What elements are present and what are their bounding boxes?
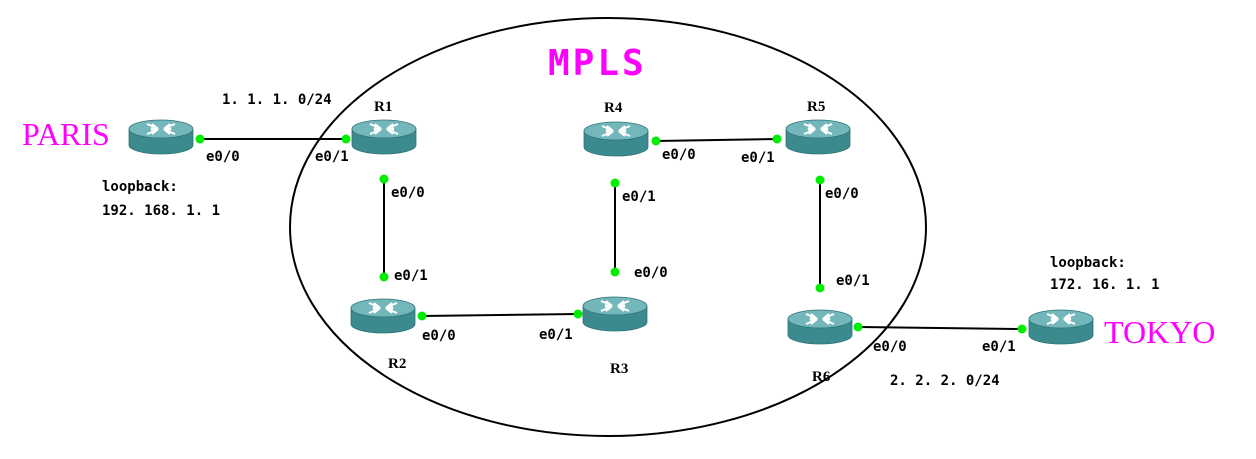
iface-r3-e01: e0/1 — [539, 327, 573, 343]
loopback-title-tokyo: loopback: — [1050, 255, 1126, 271]
router-tokyo-icon[interactable] — [1028, 309, 1094, 345]
router-name-r5: R5 — [807, 99, 825, 115]
router-r4-icon[interactable] — [583, 121, 649, 157]
iface-r1-e00: e0/0 — [391, 185, 425, 201]
iface-r5-e01: e0/1 — [741, 150, 775, 166]
iface-r1-e01: e0/1 — [315, 149, 349, 165]
router-r5-icon[interactable] — [785, 119, 851, 155]
router-name-r2: R2 — [388, 356, 406, 372]
router-r1-icon[interactable] — [351, 119, 417, 155]
iface-paris-e00: e0/0 — [206, 149, 240, 165]
iface-tokyo-e01: e0/1 — [982, 339, 1016, 355]
router-name-r1: R1 — [374, 99, 392, 115]
router-name-r4: R4 — [604, 100, 623, 116]
mpls-cloud-label: MPLS — [548, 43, 647, 84]
router-r2-icon[interactable] — [350, 298, 416, 334]
iface-r2-e01: e0/1 — [394, 268, 428, 284]
iface-r4-e01: e0/1 — [622, 189, 656, 205]
router-r6-icon[interactable] — [787, 309, 853, 345]
iface-r6-e00: e0/0 — [873, 339, 907, 355]
loopback-title-paris: loopback: — [102, 179, 178, 195]
port-indicators — [195, 134, 1027, 334]
site-label-tokyo: TOKYO — [1104, 314, 1215, 350]
router-name-r3: R3 — [610, 361, 628, 377]
iface-r2-e00: e0/0 — [422, 328, 456, 344]
mpls-cloud-boundary — [289, 17, 927, 437]
link-r6-tokyo — [857, 326, 1023, 330]
router-paris-icon[interactable] — [128, 119, 194, 155]
link-r2-r3 — [421, 313, 579, 317]
iface-r3-e00: e0/0 — [634, 265, 668, 281]
subnet-label-left: 1. 1. 1. 0/24 — [222, 92, 332, 108]
loopback-address-tokyo: 172. 16. 1. 1 — [1050, 277, 1160, 293]
link-r4-r5 — [655, 138, 778, 142]
router-r3-icon[interactable] — [582, 296, 648, 332]
iface-r4-e00: e0/0 — [662, 147, 696, 163]
router-name-r6: R6 — [812, 369, 831, 385]
iface-r5-e00: e0/0 — [825, 186, 859, 202]
iface-r6-e01: e0/1 — [836, 273, 870, 289]
loopback-address-paris: 192. 168. 1. 1 — [102, 203, 220, 219]
subnet-label-right: 2. 2. 2. 0/24 — [890, 373, 1000, 389]
site-label-paris: PARIS — [22, 116, 110, 152]
